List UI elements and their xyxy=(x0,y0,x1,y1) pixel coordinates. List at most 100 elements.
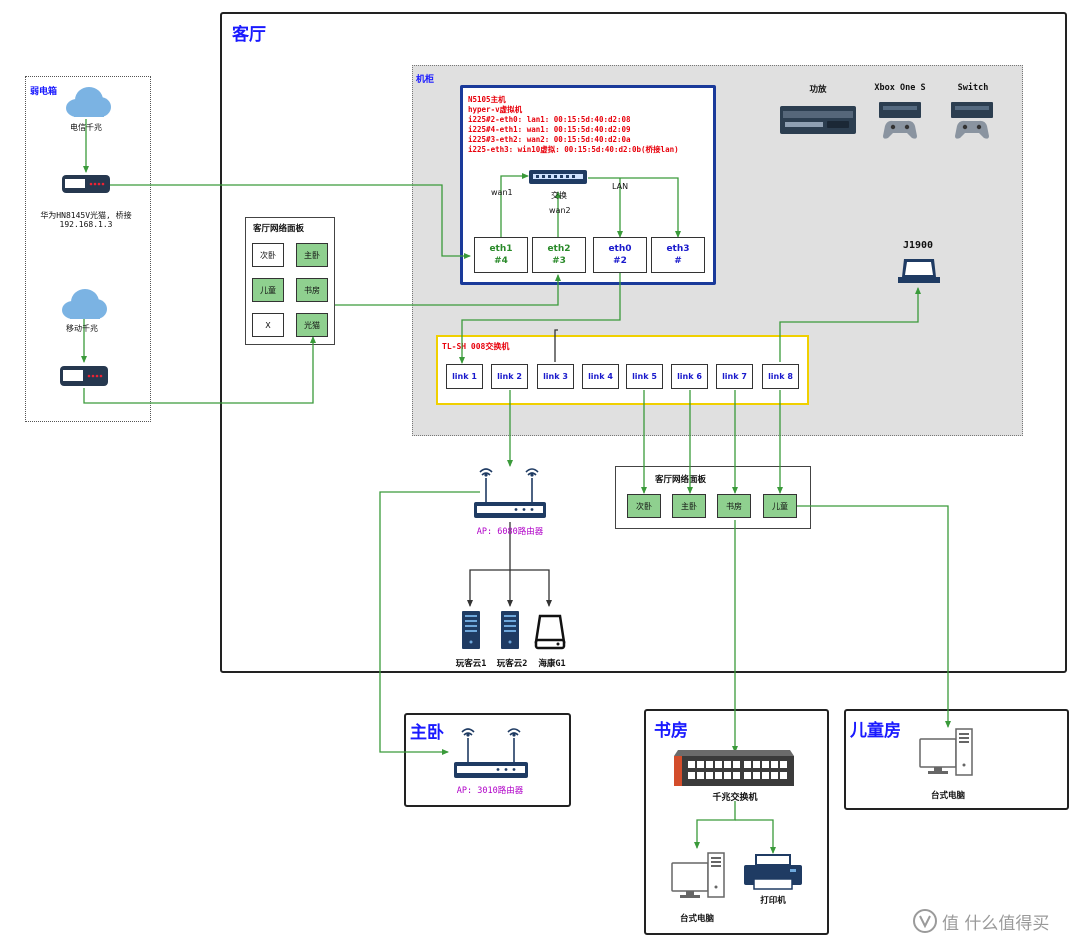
eth3-num: # xyxy=(674,256,682,266)
eth3-port: eth3 # xyxy=(651,237,705,273)
nas-drive-icon xyxy=(534,614,566,650)
wky-server1-label: 玩客云1 xyxy=(455,659,487,669)
wan1-label: wan1 xyxy=(491,188,513,197)
tl-link-1: link 1 xyxy=(446,364,483,389)
kids-room-title: 儿童房 xyxy=(850,721,901,741)
telecom-label: 电信千兆 xyxy=(70,123,102,132)
xbox-label: Xbox One S xyxy=(874,83,926,93)
tl-link-6: link 6 xyxy=(671,364,708,389)
eth1-port: eth1 #4 xyxy=(474,237,528,273)
line-panel-eth2 xyxy=(335,274,561,306)
switch-console-label: Switch xyxy=(957,83,989,93)
panel-bottom-cell-second-bedroom: 次卧 xyxy=(627,494,661,518)
study-pc-label: 台式电脑 xyxy=(679,914,714,924)
kids-pc-icon xyxy=(919,728,973,776)
study-frame xyxy=(644,709,829,935)
panel-top-cell-kids: 儿童 xyxy=(252,278,284,302)
wky-server2-icon xyxy=(501,611,519,649)
huawei-label-2: 192.168.1.3 xyxy=(59,220,113,229)
eth1-name: eth1 xyxy=(489,244,513,254)
tl-link-3: link 3 xyxy=(537,364,574,389)
line-link3-eth2 xyxy=(554,329,558,362)
tl-link-8: link 8 xyxy=(762,364,799,389)
xbox-icon xyxy=(879,102,921,139)
lan-label: LAN xyxy=(612,182,629,191)
wky-server1-icon xyxy=(462,611,480,649)
watermark-text: 值 什么值得买 xyxy=(942,913,1050,934)
tl-link-2: link 2 xyxy=(491,364,528,389)
panel-top-cell-x: X xyxy=(252,313,284,337)
tl-switch-title: TL-SH 008交换机 xyxy=(442,342,510,351)
panel-bottom-cell-kids: 儿童 xyxy=(763,494,797,518)
eth0-port: eth0 #2 xyxy=(593,237,647,273)
ap6080-label: AP: 6080路由器 xyxy=(476,527,544,537)
line-ap6080-servers xyxy=(467,522,511,607)
n5105-line-0: N5105主机 xyxy=(468,95,506,104)
mobile-modem-icon xyxy=(60,366,108,386)
tl-link-5: link 5 xyxy=(626,364,663,389)
tl-link-7: link 7 xyxy=(716,364,753,389)
line-modem-eth1 xyxy=(110,184,471,259)
master-bedroom-title: 主卧 xyxy=(410,723,444,743)
cabinet-title: 机柜 xyxy=(416,75,435,85)
huawei-modem-icon xyxy=(62,175,110,193)
vswitch-label: 交换 xyxy=(551,191,567,200)
n5105-line-5: i225-eth3: win10虚拟: 00:15:5d:40:d2:0b(桥接… xyxy=(468,145,679,154)
line-ap6080-nas xyxy=(510,569,552,607)
eth0-name: eth0 xyxy=(608,244,632,254)
ap3010-label: AP: 3010路由器 xyxy=(456,786,524,796)
mobile-label: 移动千兆 xyxy=(66,324,98,333)
amp-label: 功放 xyxy=(809,85,827,95)
telecom-cloud-icon xyxy=(66,87,111,117)
study-pc-icon xyxy=(671,852,725,898)
j1900-label: J1900 xyxy=(902,240,934,251)
watermark: 值 什么值得买 xyxy=(912,908,1049,934)
huawei-label-1: 华为HN8145V光猫, 桥接 xyxy=(40,211,132,220)
mobile-cloud-icon xyxy=(62,289,107,319)
j1900-icon xyxy=(898,259,940,283)
printer-icon xyxy=(744,854,802,890)
panel-top-cell-study: 书房 xyxy=(296,278,328,302)
watermark-logo-icon xyxy=(913,909,937,933)
line-study-printer xyxy=(735,819,776,854)
line-panel-kids xyxy=(797,505,951,728)
line-vswitch-eth3 xyxy=(588,177,681,238)
line-link8-j1900 xyxy=(779,287,921,362)
nas-label: 海康G1 xyxy=(538,659,566,669)
tl-link-4: link 4 xyxy=(582,364,619,389)
study-title: 书房 xyxy=(654,721,688,741)
panel-top-cell-master: 主卧 xyxy=(296,243,328,267)
gigabit-switch-icon xyxy=(674,750,794,786)
vswitch-icon xyxy=(529,170,587,184)
eth2-num: #3 xyxy=(552,256,566,266)
weak-box-frame xyxy=(25,76,151,422)
line-eth1-vswitch xyxy=(500,173,529,237)
line-ap6080-ap3010 xyxy=(379,491,480,755)
kids-pc-label: 台式电脑 xyxy=(930,791,965,801)
eth0-num: #2 xyxy=(613,256,627,266)
ap6080-router-icon xyxy=(474,468,546,518)
eth2-port: eth2 #3 xyxy=(532,237,586,273)
printer-label: 打印机 xyxy=(760,896,786,906)
line-mobile-panel xyxy=(83,336,316,404)
gigabit-switch-label: 千兆交换机 xyxy=(712,793,758,803)
panel-top-title: 客厅网络面板 xyxy=(253,224,305,234)
wan2-label: wan2 xyxy=(549,206,571,215)
switch-console-icon xyxy=(951,102,993,139)
n5105-line-1: hyper-v虚拟机 xyxy=(468,105,523,114)
eth2-name: eth2 xyxy=(547,244,571,254)
wky-server2-label: 玩客云2 xyxy=(496,659,528,669)
n5105-line-2: i225#2-eth0: lan1: 00:15:5d:40:d2:08 xyxy=(468,115,631,124)
living-room-title: 客厅 xyxy=(232,25,266,45)
master-bedroom-frame xyxy=(404,713,571,807)
panel-top-cell-modem: 光猫 xyxy=(296,313,328,337)
n5105-line-4: i225#3-eth2: wan2: 00:15:5d:40:d2:0a xyxy=(468,135,631,144)
line-eth0-link1 xyxy=(459,273,621,364)
panel-bottom-title: 客厅网络面板 xyxy=(655,475,707,485)
panel-bottom-cell-master: 主卧 xyxy=(672,494,706,518)
eth3-name: eth3 xyxy=(666,244,690,254)
amplifier-icon xyxy=(780,106,856,134)
eth1-num: #4 xyxy=(494,256,508,266)
line-study-pc xyxy=(694,801,736,849)
